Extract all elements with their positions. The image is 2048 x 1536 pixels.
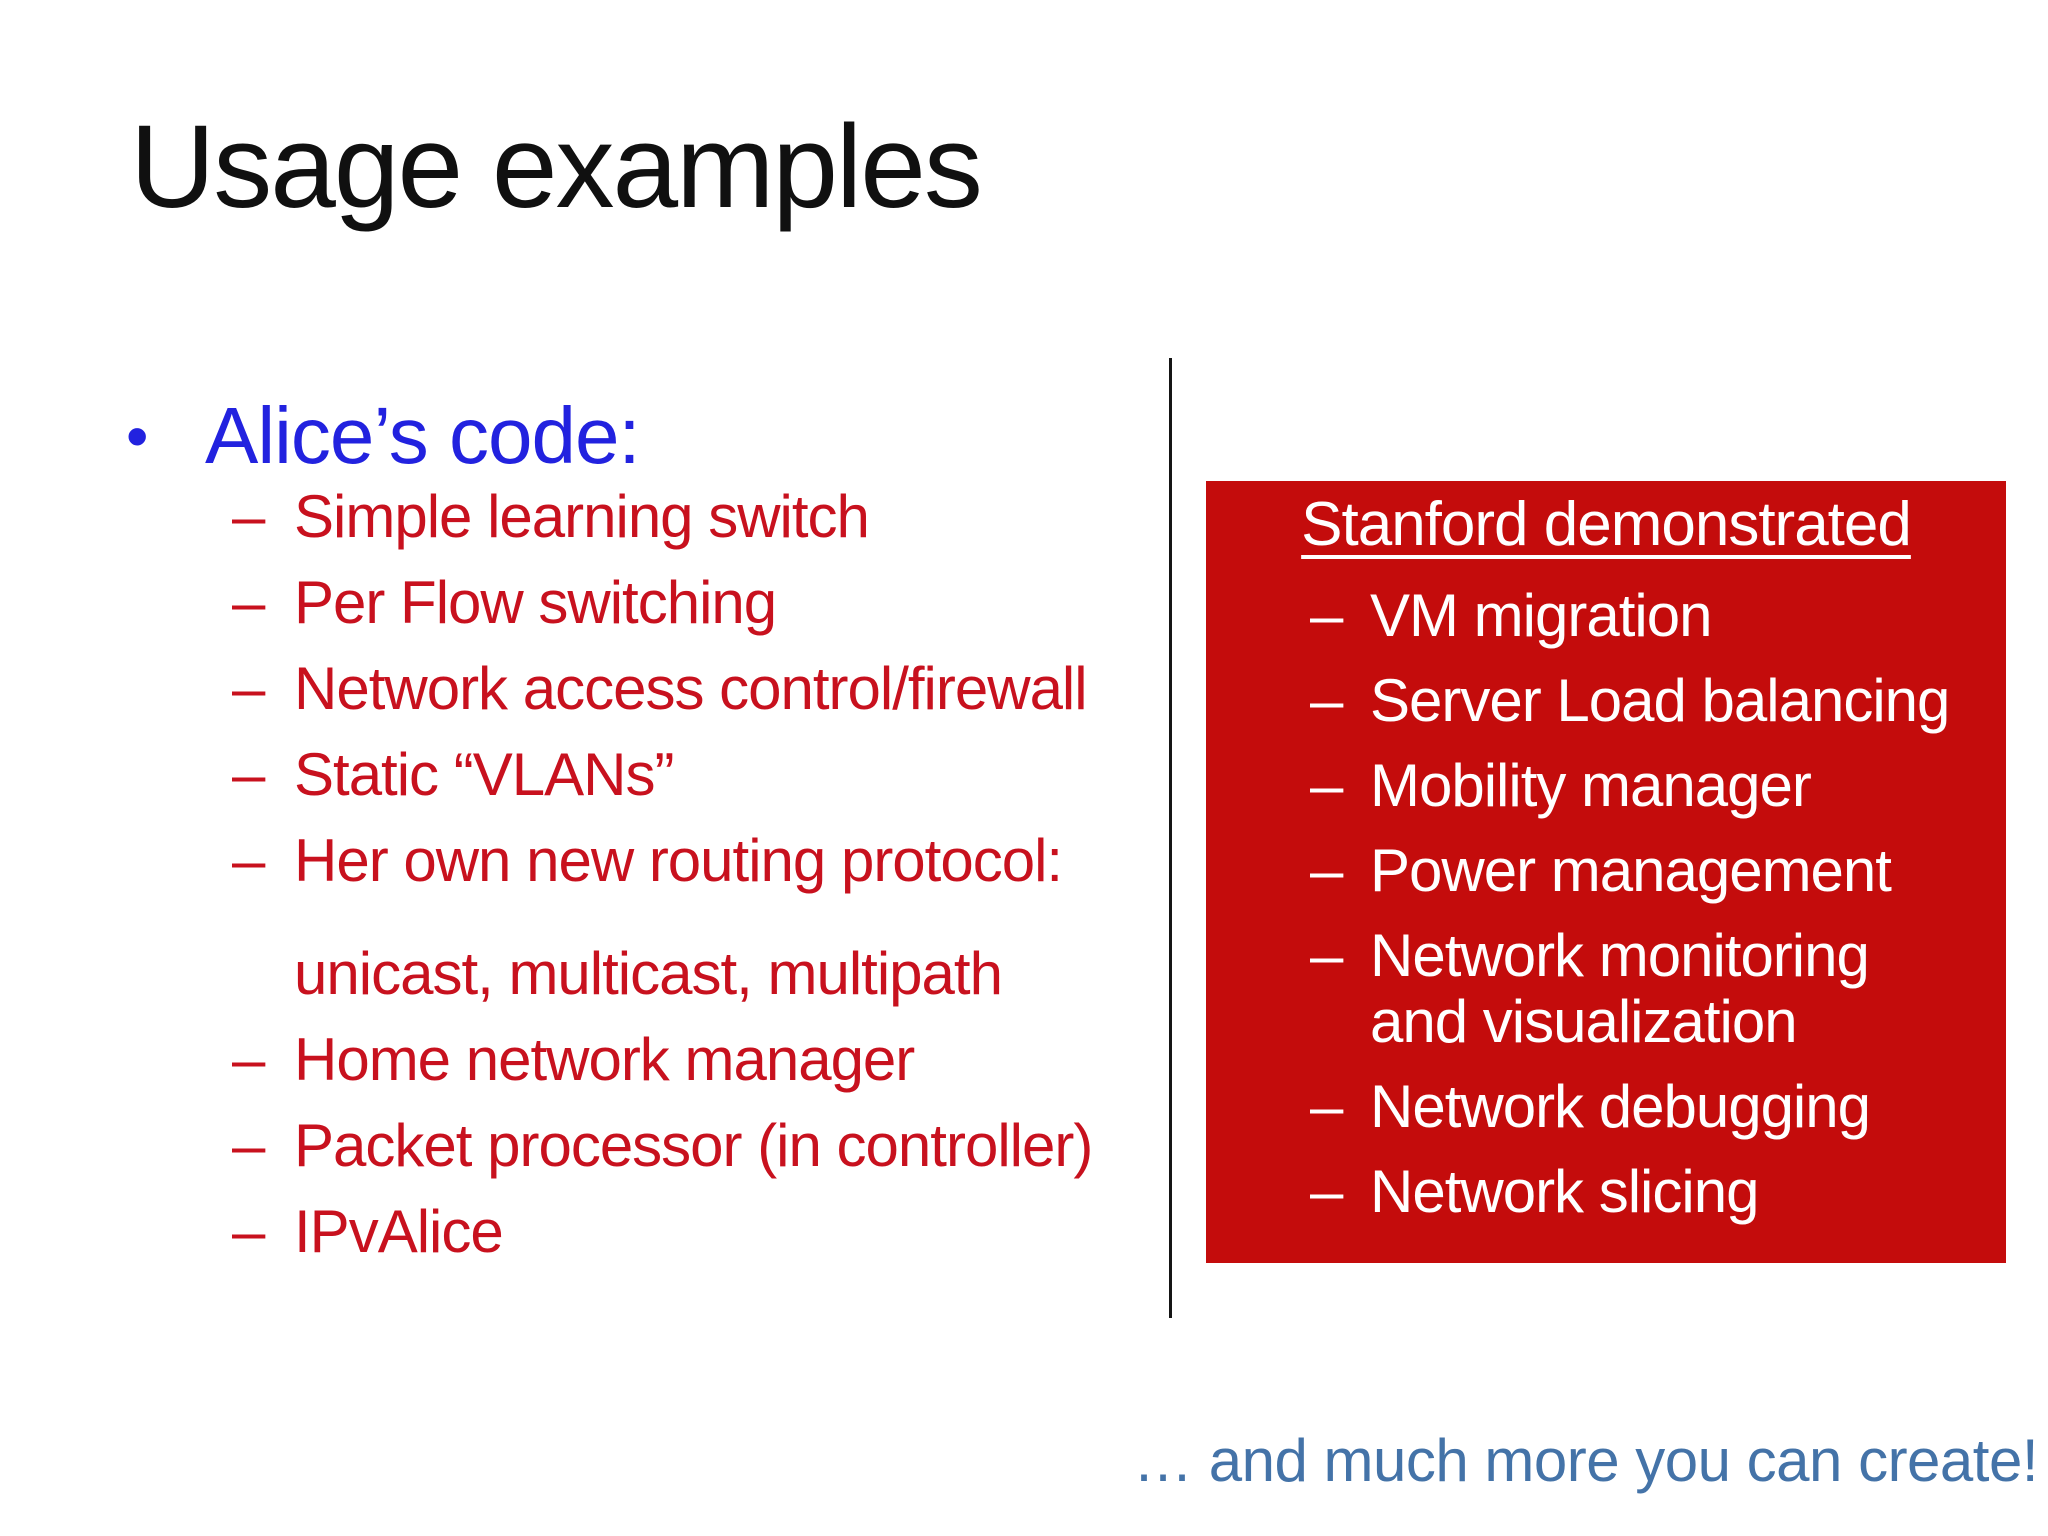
list-item: –Power management	[1310, 838, 2006, 904]
dash-bullet-icon: –	[232, 483, 265, 550]
dash-bullet-icon: –	[232, 1198, 265, 1265]
dash-bullet-icon: –	[232, 741, 265, 808]
list-item-label: Mobility manager	[1370, 752, 1812, 819]
bullet-dot-icon: •	[126, 400, 148, 472]
list-item: –Home network manager	[232, 1027, 1142, 1093]
alice-code-list: –Simple learning switch–Per Flow switchi…	[232, 484, 1142, 1285]
list-item-label: Network debugging	[1370, 1073, 1871, 1140]
stanford-panel: Stanford demonstrated –VM migration–Serv…	[1206, 481, 2006, 1263]
list-item-label: Packet processor (in controller)	[294, 1112, 1093, 1179]
dash-bullet-icon: –	[232, 827, 265, 894]
list-item: –Network debugging	[1310, 1074, 2006, 1140]
list-item-label: Home network manager	[294, 1026, 915, 1093]
dash-bullet-icon: –	[232, 569, 265, 636]
list-item-label: VM migration	[1370, 582, 1712, 649]
list-item: –Network monitoring and visualization	[1310, 923, 2006, 1055]
list-item-label: Per Flow switching	[294, 569, 777, 636]
list-item-label: IPvAlice	[294, 1198, 504, 1265]
dash-bullet-icon: –	[1310, 1158, 1343, 1225]
dash-bullet-icon: –	[232, 655, 265, 722]
list-item: –IPvAlice	[232, 1199, 1142, 1265]
list-item: –Packet processor (in controller)	[232, 1113, 1142, 1179]
list-item: –Mobility manager	[1310, 753, 2006, 819]
list-item: –unicast, multicast, multipath	[232, 941, 1142, 1007]
dash-bullet-icon: –	[1310, 1073, 1343, 1140]
list-item-label: Power management	[1370, 837, 1892, 904]
dash-bullet-icon: –	[1310, 837, 1343, 904]
list-item: –Server Load balancing	[1310, 668, 2006, 734]
dash-bullet-icon: –	[1310, 922, 1343, 989]
list-item-label: Simple learning switch	[294, 483, 870, 550]
list-item: –Network slicing	[1310, 1159, 2006, 1225]
stanford-panel-heading: Stanford demonstrated	[1301, 490, 1912, 559]
dash-bullet-icon: –	[1310, 667, 1343, 734]
list-item: –Her own new routing protocol:	[232, 828, 1142, 894]
list-item-label: Network monitoring and visualization	[1370, 922, 1870, 1055]
dash-bullet-icon: –	[232, 1112, 265, 1179]
list-item-label: Server Load balancing	[1370, 667, 1950, 734]
list-item: –Static “VLANs”	[232, 742, 1142, 808]
dash-bullet-icon: –	[232, 1026, 265, 1093]
slide-title: Usage examples	[130, 101, 983, 233]
list-item-label: Network access control/firewall	[294, 655, 1088, 722]
dash-bullet-icon: –	[1310, 582, 1343, 649]
list-item-label: Static “VLANs”	[294, 741, 674, 808]
list-item: –Simple learning switch	[232, 484, 1142, 550]
footer-note: … and much more you can create!	[1133, 1427, 2038, 1494]
list-item-label: Her own new routing protocol:	[294, 827, 1063, 894]
alice-code-heading: Alice’s code:	[205, 391, 641, 480]
list-item: –Network access control/firewall	[232, 656, 1142, 722]
list-item: –Per Flow switching	[232, 570, 1142, 636]
list-item: –VM migration	[1310, 583, 2006, 649]
vertical-divider-line	[1169, 358, 1172, 1318]
alice-code-heading-row: •Alice’s code:	[126, 396, 641, 476]
stanford-panel-list: –VM migration–Server Load balancing–Mobi…	[1206, 583, 2006, 1225]
list-item-label: Network slicing	[1370, 1158, 1759, 1225]
dash-bullet-icon: –	[1310, 752, 1343, 819]
list-item-label: unicast, multicast, multipath	[294, 940, 1003, 1007]
